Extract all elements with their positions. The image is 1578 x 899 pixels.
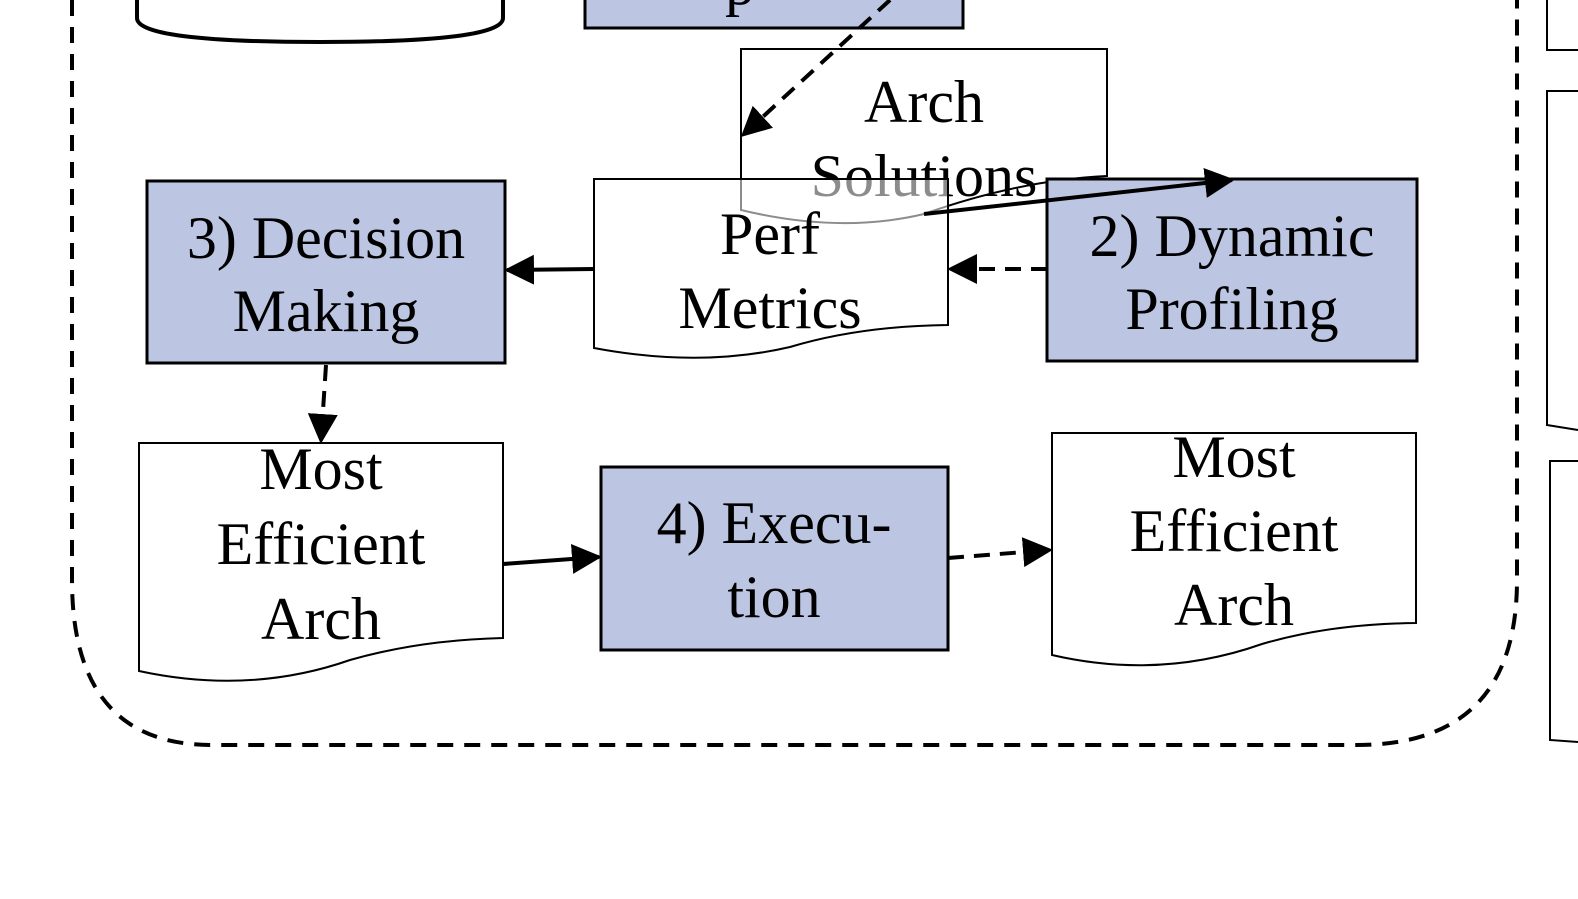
arrow-top-process-to-arch-solutions bbox=[740, 0, 892, 138]
dynamic-profiling-line-2: Profiling bbox=[1125, 276, 1338, 342]
most-efficient-arch-left-line-2: Efficient bbox=[217, 511, 426, 577]
database-cylinder-partial bbox=[135, 0, 505, 45]
perf-metrics-line-2: Metrics bbox=[678, 275, 861, 341]
partial-top-process-label: p bbox=[725, 0, 755, 17]
arrow-most-efficient-arch-to-execution bbox=[502, 544, 602, 574]
decision-making-process: 3) Decision Making bbox=[145, 179, 507, 365]
execution-line-1: 4) Execu- bbox=[657, 490, 892, 556]
most-efficient-arch-left-line-1: Most bbox=[259, 436, 383, 502]
document-shape bbox=[593, 178, 949, 359]
decision-making-line-1: 3) Decision bbox=[187, 205, 465, 271]
process-box bbox=[599, 465, 950, 652]
dynamic-profiling-process: 2) Dynamic Profiling bbox=[1045, 177, 1419, 363]
execution-line-2: tion bbox=[727, 564, 820, 630]
process-box bbox=[583, 0, 965, 30]
most-efficient-arch-left-document: Most Efficient Arch bbox=[138, 436, 504, 682]
most-efficient-arch-right-line-1: Most bbox=[1172, 424, 1296, 490]
right-edge-box-1 bbox=[1546, 0, 1578, 51]
perf-metrics-document: Perf Metrics bbox=[593, 178, 949, 359]
arrow-execution-to-most-efficient-arch-output bbox=[947, 537, 1053, 568]
process-box bbox=[145, 179, 507, 365]
arrow-decision-making-to-most-efficient-arch bbox=[307, 364, 338, 444]
dynamic-profiling-line-1: 2) Dynamic bbox=[1090, 203, 1375, 269]
document-shape bbox=[138, 442, 504, 682]
document-shape bbox=[1051, 432, 1417, 667]
most-efficient-arch-right-line-2: Efficient bbox=[1130, 498, 1339, 564]
perf-metrics-line-1: Perf bbox=[720, 201, 820, 267]
partial-top-process: p bbox=[583, 0, 965, 30]
right-edge-box-2 bbox=[1546, 90, 1578, 431]
most-efficient-arch-right-line-3: Arch bbox=[1174, 572, 1294, 638]
execution-process: 4) Execu- tion bbox=[599, 465, 950, 652]
decision-making-line-2: Making bbox=[233, 278, 420, 344]
arch-solutions-line-1: Arch bbox=[864, 69, 984, 135]
workflow-container bbox=[70, 0, 1519, 747]
right-edge-box-3 bbox=[1549, 460, 1578, 743]
most-efficient-arch-right-document: Most Efficient Arch bbox=[1051, 424, 1417, 667]
most-efficient-arch-left-line-3: Arch bbox=[261, 586, 381, 652]
arrow-arch-solutions-to-dynamic-profiling bbox=[923, 168, 1235, 216]
arrow-perf-metrics-to-decision-making bbox=[504, 254, 595, 285]
